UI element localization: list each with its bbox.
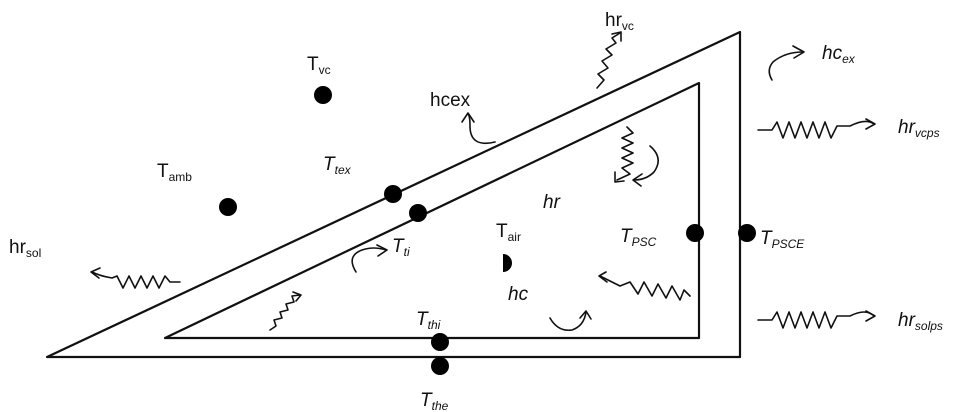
convection-arrow-inner-top <box>632 145 659 187</box>
node-t-air <box>503 254 512 272</box>
label-t-psce: TPSCE <box>760 228 805 251</box>
label-hcex: hcex <box>430 90 471 111</box>
label-t-thi: Tthi <box>416 309 441 332</box>
label-t-psc: TPSC <box>620 226 657 249</box>
label-t-vc: Tvc <box>307 54 331 77</box>
node-t-the <box>431 357 449 375</box>
convection-arrow-inner-left <box>351 244 388 273</box>
node-t-vc <box>314 86 332 104</box>
radiation-arrow-hr-internal <box>614 126 634 183</box>
convection-arrow-hc-ex-outer <box>768 45 805 81</box>
convection-arrow-inner-bottom <box>549 310 592 332</box>
radiation-arrow-hr-sol <box>90 267 181 289</box>
node-t-thi <box>431 333 449 351</box>
label-hc: hc <box>508 284 529 305</box>
radiation-arrow-hr-vc <box>596 31 622 89</box>
node-t-tex <box>384 185 402 203</box>
radiation-arrow-hr-vcps <box>757 118 876 139</box>
label-t-amb: Tamb <box>157 161 192 184</box>
convection-arrow-hcex <box>461 112 496 145</box>
label-hc-ex-right: hcex <box>822 43 856 66</box>
label-hr-vcps: hrvcps <box>898 117 940 140</box>
node-t-ti <box>409 204 427 222</box>
label-hr-solps: hrsolps <box>898 310 943 333</box>
label-t-ti: Tti <box>392 236 410 259</box>
radiation-arrow-hr-lower-left <box>269 291 302 331</box>
label-hr-vc: hrvc <box>605 10 634 33</box>
node-t-psce <box>738 224 756 242</box>
radiation-arrow-hc-internal <box>598 271 691 301</box>
label-hr: hr <box>543 192 561 213</box>
node-t-amb <box>219 198 237 216</box>
label-t-tex: Ttex <box>323 154 352 177</box>
inner-triangle-wall <box>163 81 701 340</box>
label-t-air: Tair <box>496 221 521 244</box>
label-hr-sol: hrsol <box>9 237 41 260</box>
node-t-psc <box>686 224 704 242</box>
label-t-the: Tthe <box>420 390 449 412</box>
radiation-arrow-hr-solps <box>757 310 876 329</box>
